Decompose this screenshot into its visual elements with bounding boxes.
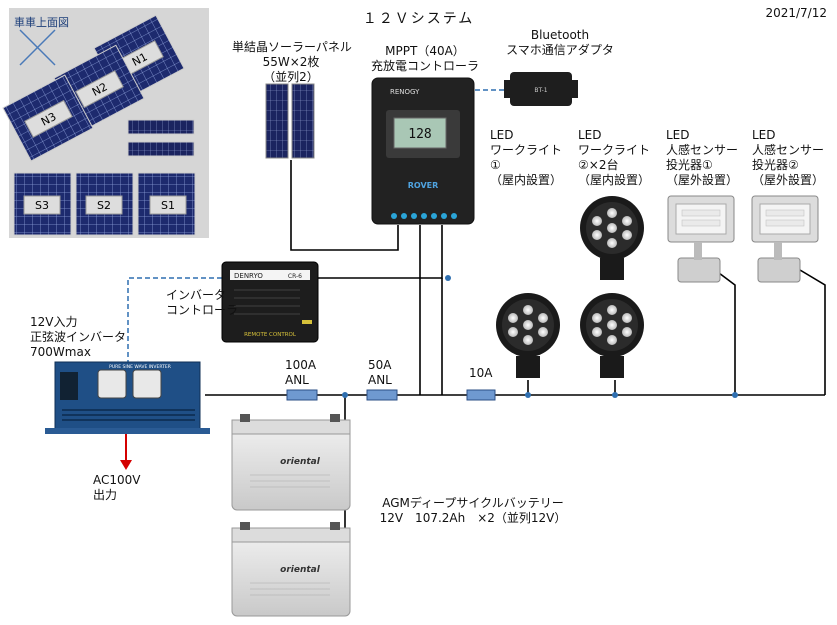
light-3-label: LED 人感センサー 投光器① （屋外設置） — [666, 128, 739, 187]
fuse-100a — [286, 389, 318, 401]
data-links — [127, 89, 512, 362]
battery-2-brand: oriental — [280, 565, 321, 575]
panel-s1-label: S1 — [161, 199, 175, 212]
junction-dot — [445, 275, 451, 281]
wire-solar-to-mppt — [290, 160, 399, 251]
controller-brand: DENRYO — [234, 272, 263, 280]
ac-output-label: AC100V 出力 — [93, 473, 141, 502]
fuse-50a-label: 50A ANL — [368, 358, 392, 387]
roof-axis-line — [19, 29, 56, 66]
battery-2: oriental — [231, 522, 351, 617]
mppt-display-value: 128 — [408, 127, 431, 142]
panel-s2-label: S2 — [97, 199, 111, 212]
light-4-label: LED 人感センサー 投光器② （屋外設置） — [752, 128, 825, 187]
fuse-10a — [466, 389, 496, 401]
wire-mppt-controller — [318, 225, 443, 279]
bluetooth-device-text: BT-1 — [534, 87, 547, 94]
inverter-label: 12V入力 正弦波インバータ 700Wmax — [30, 315, 127, 359]
panel-n3-label: N3 — [39, 110, 59, 129]
battery-1: oriental — [231, 414, 351, 511]
controller-model: CR-6 — [288, 273, 302, 280]
wire-light-4 — [799, 269, 826, 395]
fuse-10a-label: 10A — [469, 366, 493, 380]
panel-n1-label: N1 — [130, 50, 150, 69]
mppt-model: ROVER — [408, 181, 439, 190]
ac-output-arrow — [120, 460, 132, 470]
light-2-label: LED ワークライト ②×2台 （屋内設置） — [578, 128, 651, 187]
roof-small-panel — [127, 119, 195, 135]
panel-n3: N3 — [2, 74, 94, 162]
junction-dot — [732, 392, 738, 398]
solar-panel-label: 単結晶ソーラーパネル 55W×2枚 （並列2） — [232, 40, 352, 84]
inverter-controller-label: インバータ コントローラ — [166, 288, 239, 317]
bluetooth-adapter: BT-1 — [504, 72, 578, 106]
solar-panel-pair — [265, 83, 315, 159]
diagram-title: １２Ｖシステム — [362, 11, 475, 27]
led-work-light-2a — [580, 196, 644, 280]
mppt-controller: 128 RENOGY ROVER — [371, 77, 475, 225]
panel-s3: S3 — [13, 172, 72, 236]
led-work-light-1 — [496, 293, 560, 378]
panel-s2: S2 — [75, 172, 134, 236]
wire-light-3 — [714, 269, 736, 395]
roof-view-label: 車車上面図 — [14, 15, 69, 29]
panel-s1: S1 — [137, 172, 196, 236]
junction-dot — [525, 392, 531, 398]
junction-dot — [612, 392, 618, 398]
fuse-100a-label: 100A ANL — [285, 358, 317, 387]
junction-dot — [342, 392, 348, 398]
diagram-date: 2021/7/12 — [765, 6, 827, 20]
light-1-label: LED ワークライト ① （屋内設置） — [490, 128, 563, 187]
roof-small-panel — [127, 141, 195, 157]
fuse-50a — [366, 389, 398, 401]
led-work-light-2b — [580, 293, 644, 378]
battery-1-brand: oriental — [280, 457, 321, 467]
sine-wave-inverter: PURE SINE WAVE INVERTER — [45, 361, 210, 434]
mppt-label: MPPT（40A） 充放電コントローラ — [370, 44, 479, 73]
battery-label: AGMディープサイクルバッテリー 12V 107.2Ah ×2（並列12V） — [379, 496, 567, 525]
bluetooth-label: Bluetooth スマホ通信アダプタ — [506, 28, 614, 57]
motion-floodlight-1 — [667, 195, 735, 283]
roof-view: N1 N2 N3 S3 S2 — [2, 14, 196, 236]
panel-n2-label: N2 — [90, 80, 110, 99]
panel-s3-label: S3 — [35, 199, 49, 212]
controller-footer: REMOTE CONTROL — [244, 332, 297, 338]
motion-floodlight-2 — [751, 195, 819, 283]
mppt-brand: RENOGY — [390, 88, 420, 96]
inverter-controller: DENRYO CR-6 REMOTE CONTROL — [221, 261, 319, 343]
inverter-panel-text: PURE SINE WAVE INVERTER — [109, 364, 171, 370]
